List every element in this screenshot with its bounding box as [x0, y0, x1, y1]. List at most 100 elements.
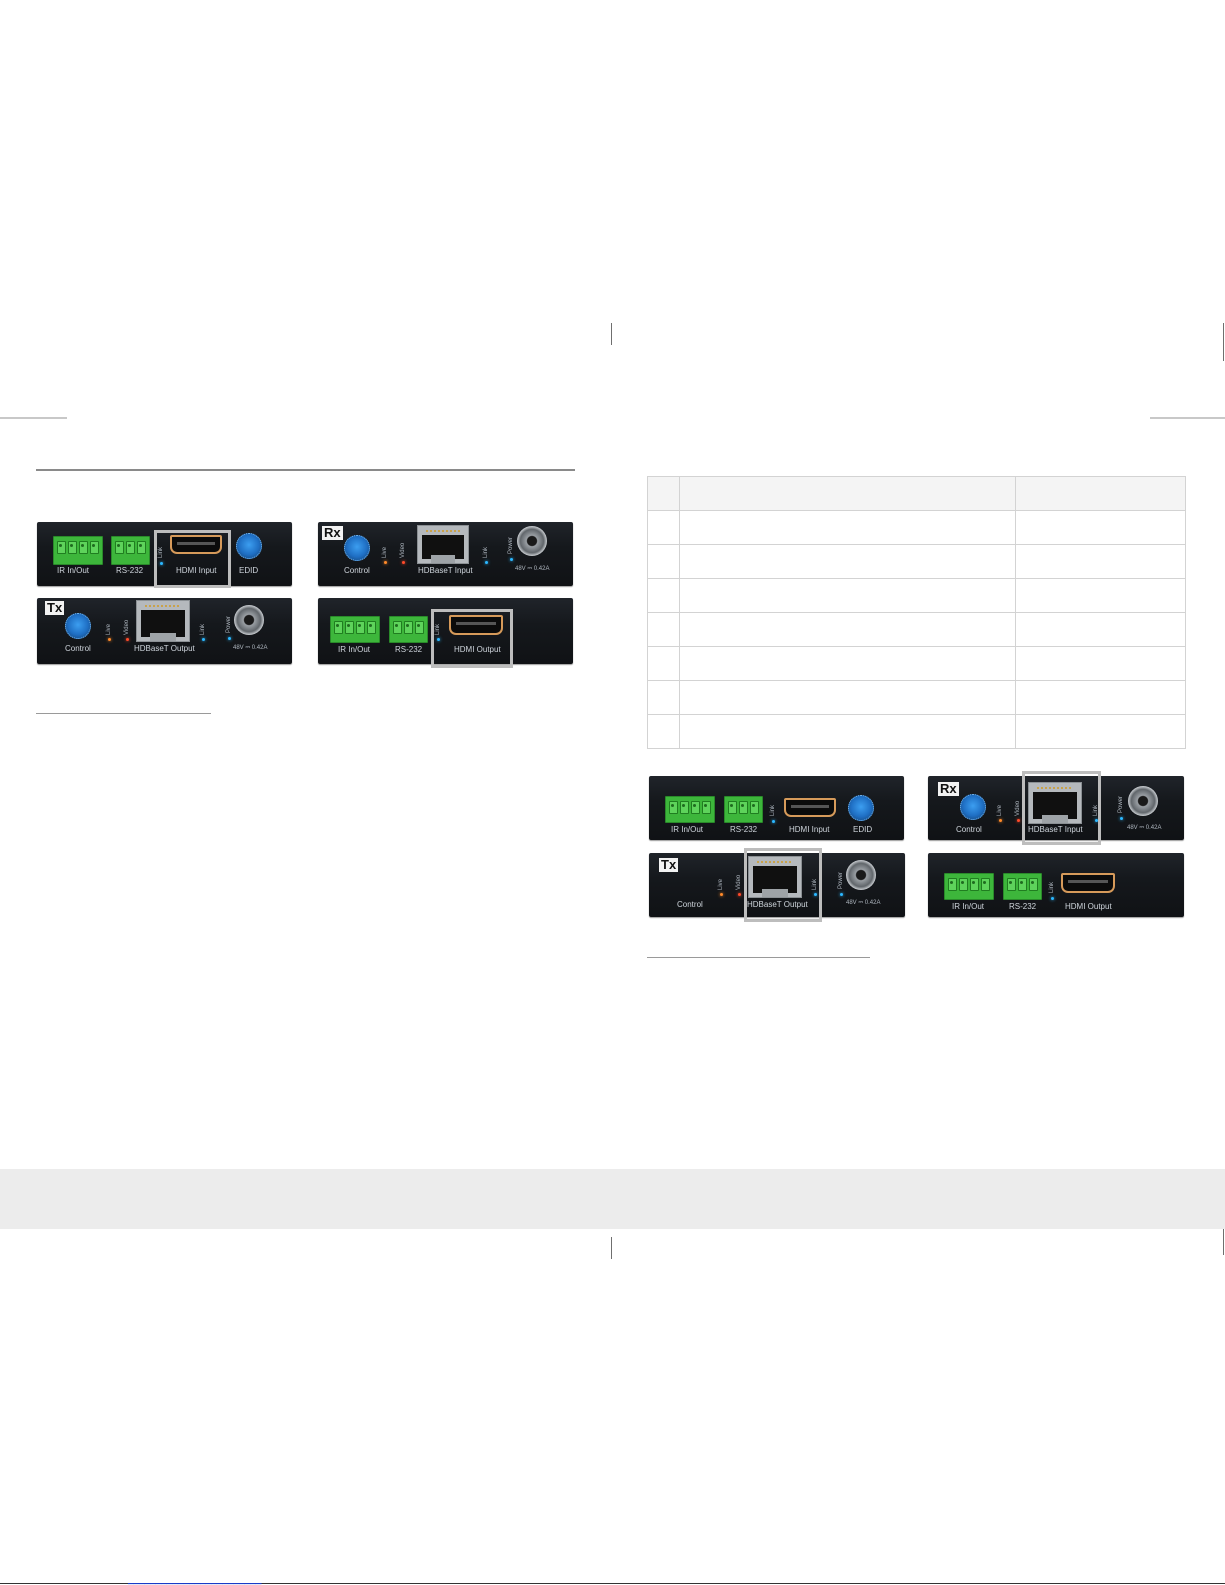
- rs232-label: RS-232: [1009, 902, 1037, 911]
- rs232-terminal-block: [111, 536, 150, 565]
- live-led: [999, 819, 1002, 822]
- crop-mark-bottom-right: [1223, 1221, 1224, 1255]
- table-row: [647, 680, 1186, 715]
- power-led: [1120, 817, 1123, 820]
- rs232-terminal-block: [724, 796, 763, 823]
- video-led: [738, 893, 741, 896]
- control-label: Control: [65, 644, 91, 653]
- tx-badge: Tx: [45, 600, 65, 615]
- edid-label: EDID: [853, 825, 873, 834]
- live-label: Live: [382, 546, 388, 558]
- hdbaset-input-port: [417, 525, 469, 564]
- highlight-hdbaset-input: [1022, 771, 1101, 845]
- table-row: [647, 578, 1186, 613]
- hdmi-output-port: [449, 615, 503, 635]
- link-label: Link: [1049, 881, 1055, 893]
- ir-label: IR In/Out: [671, 825, 704, 834]
- edid-dial-icon: [236, 533, 262, 559]
- section-header-rule: [36, 469, 575, 471]
- ir-label: IR In/Out: [57, 566, 90, 575]
- table-header-row: [647, 476, 1186, 511]
- link-led: [160, 562, 163, 565]
- tx-input-panel: IR In/Out RS-232 Link HDMI Input EDID: [37, 522, 292, 586]
- ir-label: IR In/Out: [952, 902, 985, 911]
- rx-badge: Rx: [322, 525, 343, 540]
- link-led: [814, 893, 817, 896]
- power-jack-icon: [846, 860, 876, 890]
- power-jack-icon: [517, 526, 547, 556]
- hdbaset-output-label: HDBaseT Output: [134, 644, 195, 653]
- left-subsection-rule: [36, 713, 211, 714]
- hdmi-input-port: [784, 798, 836, 817]
- ir-terminal-block: [944, 873, 994, 900]
- ir-terminal-block: [53, 536, 103, 565]
- ir-terminal-block: [330, 616, 380, 643]
- power-label: Power: [838, 871, 844, 889]
- video-label: Video: [736, 874, 742, 890]
- hdbaset-output-label: HDBaseT Output: [747, 900, 808, 909]
- video-label: Video: [400, 542, 406, 558]
- hdbaset-input-label: HDBaseT Input: [418, 566, 473, 575]
- table-row: [647, 646, 1186, 681]
- rx-badge: Rx: [938, 781, 959, 796]
- power-rating: 48V ⎓ 0.42A: [233, 645, 268, 651]
- hdbaset-input-port: [1028, 782, 1082, 824]
- table-row: [647, 510, 1186, 545]
- highlight-hdmi-output: [431, 609, 513, 668]
- link-led: [1095, 819, 1098, 822]
- highlight-hdmi-input: [154, 530, 231, 588]
- left-page-tab-line: [0, 417, 67, 419]
- rs232-label: RS-232: [116, 566, 144, 575]
- control-label: Control: [956, 825, 982, 834]
- rx-hdbaset-panel-right: Rx Control Live Video HDBaseT Input Link…: [928, 776, 1184, 840]
- ir-terminal-block: [665, 796, 715, 823]
- ir-label: IR In/Out: [338, 645, 371, 654]
- power-rating: 48V ⎓ 0.42A: [1127, 825, 1162, 831]
- hdbaset-input-label: HDBaseT Input: [1028, 825, 1083, 834]
- video-label: Video: [1015, 800, 1021, 816]
- link-label: Link: [483, 546, 489, 558]
- power-jack-icon: [234, 605, 264, 635]
- live-led: [384, 561, 387, 564]
- power-led: [840, 893, 843, 896]
- video-led: [1017, 819, 1020, 822]
- link-led: [485, 561, 488, 564]
- video-led: [126, 638, 129, 641]
- rs232-label: RS-232: [395, 645, 423, 654]
- page-bottom-rule: [0, 1583, 1225, 1584]
- power-led: [228, 637, 231, 640]
- live-label: Live: [997, 804, 1003, 816]
- power-led: [510, 558, 513, 561]
- right-page-tab-line: [1150, 417, 1225, 419]
- tx-hdbaset-panel-right: Tx Live Video Control HDBaseT Output Lin…: [649, 853, 905, 917]
- highlight-hdbaset-output: [744, 848, 822, 922]
- hdmi-input-label: HDMI Input: [176, 566, 217, 575]
- rs232-label: RS-232: [730, 825, 758, 834]
- hdbaset-output-port: [136, 600, 190, 642]
- tx-badge: Tx: [659, 857, 679, 872]
- right-subsection-rule: [647, 957, 870, 958]
- live-led: [720, 893, 723, 896]
- tx-input-panel-right: IR In/Out RS-232 Link HDMI Input EDID: [649, 776, 904, 840]
- link-label: Link: [200, 623, 206, 635]
- table-row: [647, 612, 1186, 647]
- rs232-terminal-block: [1003, 873, 1042, 900]
- control-label: Control: [344, 566, 370, 575]
- link-label: Link: [770, 804, 776, 816]
- table-row: [647, 714, 1186, 749]
- hdmi-input-label: HDMI Input: [789, 825, 830, 834]
- rx-output-panel-right: IR In/Out RS-232 Link HDMI Output: [928, 853, 1184, 917]
- power-label: Power: [226, 615, 232, 633]
- hdmi-input-port: [170, 535, 222, 554]
- footer-band: [0, 1169, 1225, 1229]
- power-rating: 48V ⎓ 0.42A: [515, 566, 550, 572]
- control-dial-icon: [65, 613, 91, 639]
- power-jack-icon: [1128, 786, 1158, 816]
- rs232-terminal-block: [389, 616, 428, 643]
- hdmi-output-port: [1061, 873, 1115, 893]
- control-dial-icon: [344, 535, 370, 561]
- footnote-link[interactable]: ________________________: [128, 1574, 262, 1585]
- crop-mark-bottom-center: [611, 1237, 612, 1259]
- edid-dial-icon: [848, 795, 874, 821]
- specification-table: [647, 476, 1186, 749]
